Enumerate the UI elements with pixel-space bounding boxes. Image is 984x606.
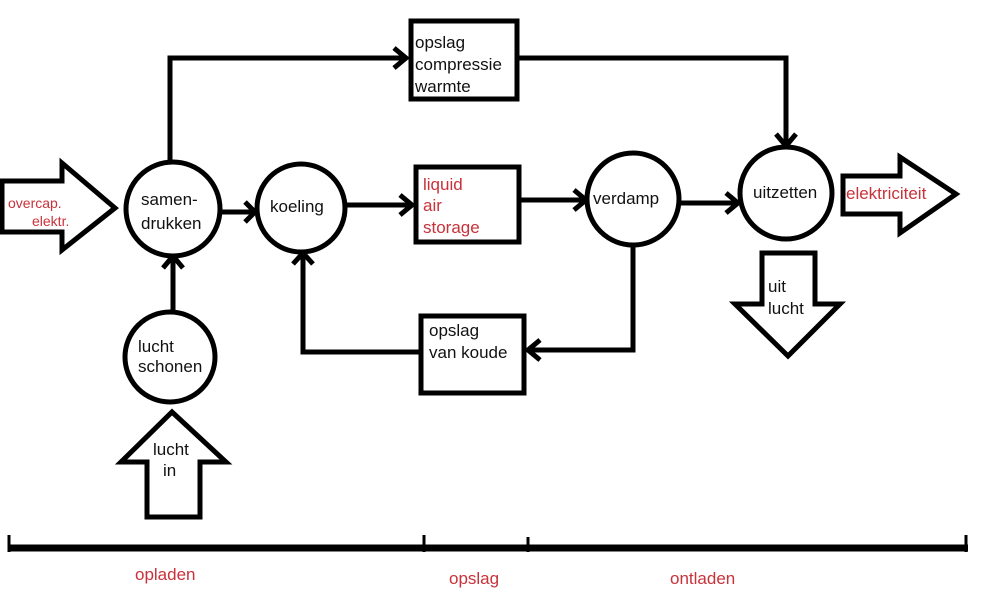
output-arrow-electricity: elektriciteit bbox=[840, 152, 961, 238]
node-evaporate-label: verdamp bbox=[593, 189, 659, 208]
node-liquid-air-storage-label-line-3: storage bbox=[423, 218, 480, 237]
air-in-arrow-label-line-2: in bbox=[163, 461, 176, 480]
node-heat-storage-label-line-2: compressie bbox=[415, 55, 502, 74]
node-liquid-air-storage-label-line-1: liquid bbox=[423, 175, 463, 194]
node-compress: samen- drukken bbox=[123, 159, 223, 259]
node-expand: uitzetten bbox=[737, 144, 835, 242]
node-heat-storage-label-line-1: opslag bbox=[415, 33, 465, 52]
air-out-arrow: uit lucht bbox=[728, 250, 847, 360]
edge-cold-storage-to-cooling bbox=[291, 249, 420, 355]
air-out-arrow-label-line-1: uit bbox=[768, 277, 786, 296]
edge-compress-to-cooling bbox=[219, 200, 259, 224]
node-compress-label-line-2: drukken bbox=[141, 214, 201, 233]
node-clean-air-label-line-1: lucht bbox=[138, 337, 174, 356]
phase-timeline: opladen opslag ontladen bbox=[7, 535, 968, 588]
air-in-arrow-label-line-1: lucht bbox=[153, 440, 189, 459]
input-arrow-label-line-1: overcap. bbox=[8, 195, 62, 211]
air-in-arrow: lucht in bbox=[114, 408, 233, 520]
phase-label-storage: opslag bbox=[449, 569, 499, 588]
node-expand-label: uitzetten bbox=[753, 183, 817, 202]
edge-cooling-to-liquid-air-storage bbox=[345, 193, 416, 217]
node-clean-air-label-line-2: schonen bbox=[138, 357, 202, 376]
node-clean-air: lucht schonen bbox=[122, 309, 218, 405]
edge-evaporate-to-expand bbox=[679, 191, 742, 215]
node-heat-storage: opslag compressie warmte bbox=[408, 18, 520, 102]
node-cold-storage: opslag van koude bbox=[418, 313, 527, 396]
node-cooling: koeling bbox=[254, 161, 348, 255]
edge-clean-air-to-compress bbox=[161, 252, 185, 312]
node-cold-storage-label-line-1: opslag bbox=[429, 321, 479, 340]
edge-liquid-air-storage-to-evaporate bbox=[520, 188, 590, 212]
node-compress-label-line-1: samen- bbox=[141, 190, 198, 209]
output-arrow-label: elektriciteit bbox=[846, 184, 927, 203]
air-out-arrow-label-line-2: lucht bbox=[768, 299, 804, 318]
input-arrow-overcapacity-electricity: overcap. elektr. bbox=[0, 157, 119, 256]
node-liquid-air-storage-label-line-2: air bbox=[423, 196, 442, 215]
node-heat-storage-label-line-3: warmte bbox=[414, 77, 471, 96]
node-cold-storage-label-line-2: van koude bbox=[429, 343, 507, 362]
node-liquid-air-storage: liquid air storage bbox=[413, 164, 522, 245]
edge-compress-to-heat-storage bbox=[167, 46, 410, 161]
node-evaporate: verdamp bbox=[584, 150, 682, 248]
edge-evaporate-to-cold-storage bbox=[524, 244, 636, 362]
node-cooling-label: koeling bbox=[270, 197, 324, 216]
phase-label-charging: opladen bbox=[135, 565, 196, 584]
phase-label-discharging: ontladen bbox=[670, 569, 735, 588]
edge-heat-storage-to-expand bbox=[518, 55, 798, 150]
input-arrow-label-line-2: elektr. bbox=[32, 213, 69, 229]
